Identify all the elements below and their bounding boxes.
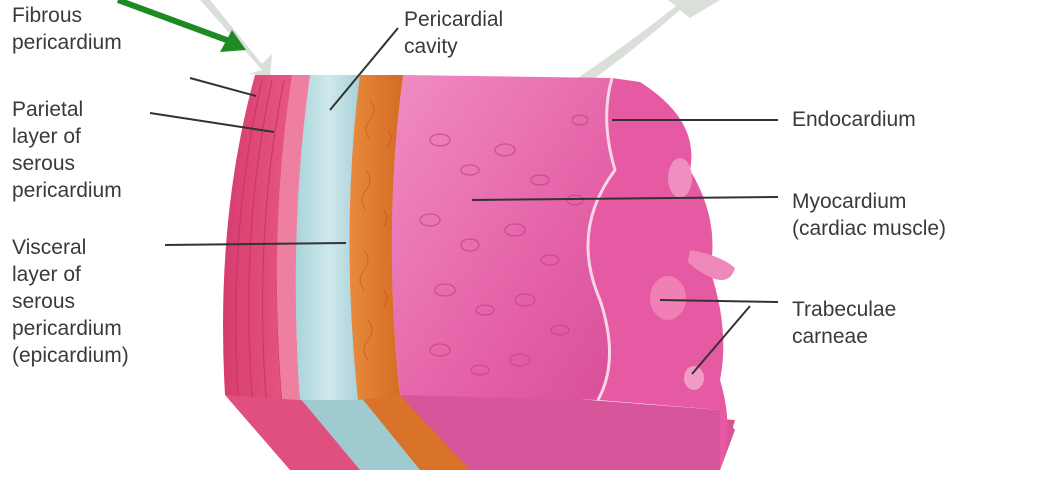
leader-fibrous-pericardium [190,78,256,96]
label-trabeculae-carneae: Trabeculae carneae [792,296,896,350]
label-pericardial-cavity: Pericardial cavity [404,6,503,60]
label-myocardium: Myocardium (cardiac muscle) [792,188,946,242]
myocardium-layer [392,75,615,400]
label-visceral-layer: Visceral layer of serous pericardium (ep… [12,234,129,369]
label-parietal-layer: Parietal layer of serous pericardium [12,96,122,204]
label-endocardium: Endocardium [792,106,916,133]
label-fibrous-pericardium: Fibrous pericardium [12,2,122,56]
